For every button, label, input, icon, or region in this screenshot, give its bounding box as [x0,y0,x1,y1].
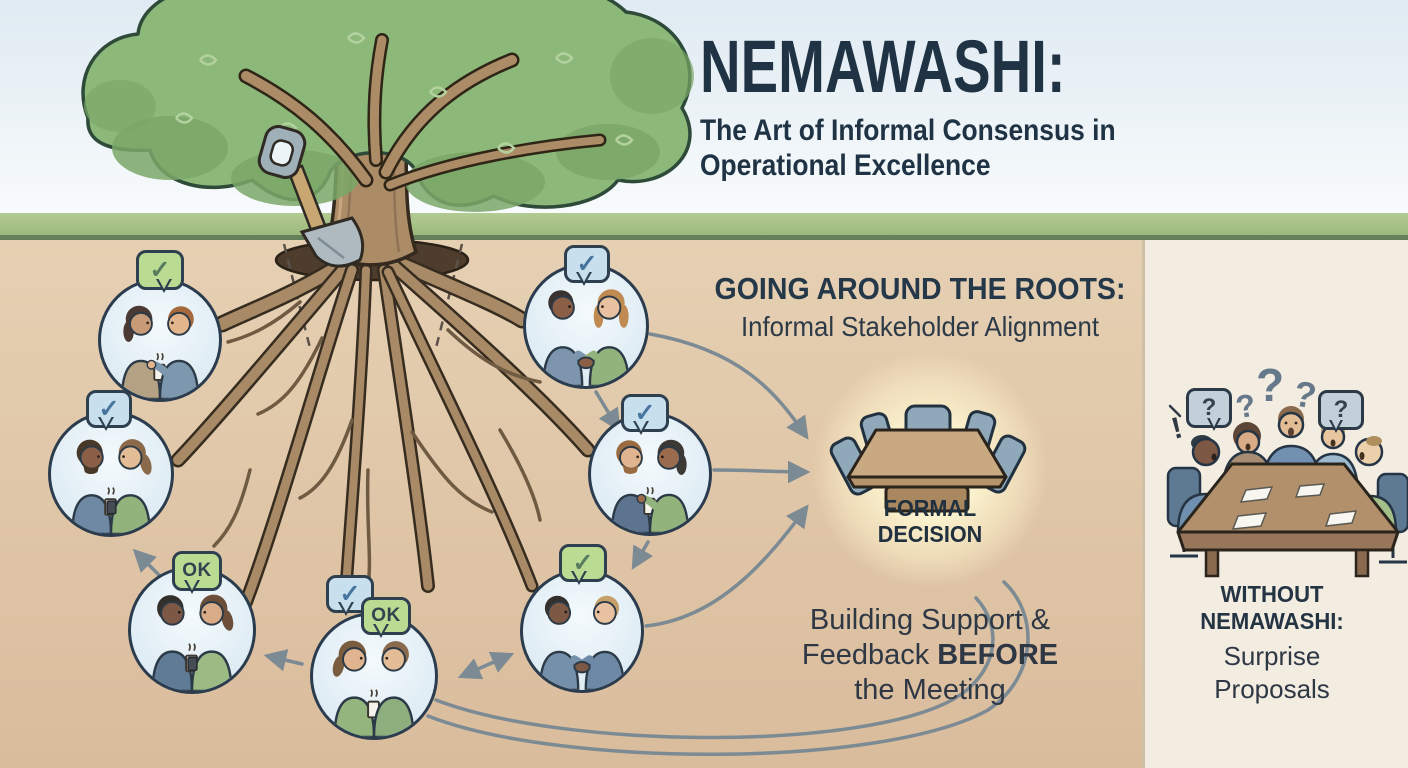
formal-decision-label: FORMAL DECISION [845,495,1014,548]
tree-canopy [81,0,694,212]
roots-heading: GOING AROUND THE ROOTS: [714,271,1126,306]
approval-bubble-ok: OK [172,551,222,594]
roots-subheading: Informal Stakeholder Alignment [741,311,1099,342]
decision-line-2: DECISION [877,520,983,547]
without-sub-2: Proposals [1214,673,1330,704]
support-line-1: Building Support & [809,604,1051,636]
people-chat-icon [610,439,690,533]
approval-bubble-check: ✓ [559,544,607,585]
people-handshake-icon [538,595,626,690]
approval-bubble-check: ✓ [326,575,374,616]
support-line-2: Feedback BEFORE [801,638,1059,671]
people-chat-icon [332,640,415,737]
grass-strip [0,213,1408,240]
meeting-table-illustration [1166,396,1408,578]
without-line-1: WITHOUT [1220,581,1324,607]
people-chat-icon [120,305,200,399]
approval-bubble-check: ✓ [86,390,132,431]
approval-bubble-ok: OK [361,597,411,638]
subtitle-line-1: The Art of Informal Consensus in [700,114,1116,147]
page-title: NEMAWASHI: [700,25,1066,108]
people-chat-icon [151,594,234,691]
before-emphasis: BEFORE [937,638,1059,671]
vignette-chat-1 [98,278,222,402]
support-line-3: the Meeting [854,673,1006,706]
shovel-icon [257,124,365,268]
without-heading: WITHOUT NEMAWASHI: [1188,581,1357,635]
roots-section-heading: GOING AROUND THE ROOTS: Informal Stakeho… [660,271,1180,343]
header: NEMAWASHI: The Art of Informal Consensus… [700,30,1181,183]
page-subtitle: The Art of Informal Consensus in Operati… [700,114,1123,183]
support-caption: Building Support & Feedback BEFORE the M… [770,603,1090,707]
approval-bubble-check: ✓ [136,250,184,293]
question-mark: ? [1256,359,1285,411]
vignette-chat-2 [48,411,174,537]
conference-table-icon [829,404,1027,513]
approval-bubble-check: ✓ [564,245,610,286]
without-line-2: NEMAWASHI: [1200,608,1344,635]
without-subheading: Surprise Proposals [1184,640,1360,705]
question-bubble: ? [1186,388,1232,431]
people-chat-icon [71,439,152,534]
without-sub-1: Surprise [1223,641,1321,672]
approval-bubble-check: ✓ [621,394,669,435]
vignette-chat-6 [588,412,712,536]
decision-line-1: FORMAL [883,495,977,521]
without-section: WITHOUT NEMAWASHI: Surprise Proposals [1184,581,1360,705]
question-bubble: ? [1318,390,1364,433]
subtitle-line-2: Operational Excellence [700,148,991,182]
